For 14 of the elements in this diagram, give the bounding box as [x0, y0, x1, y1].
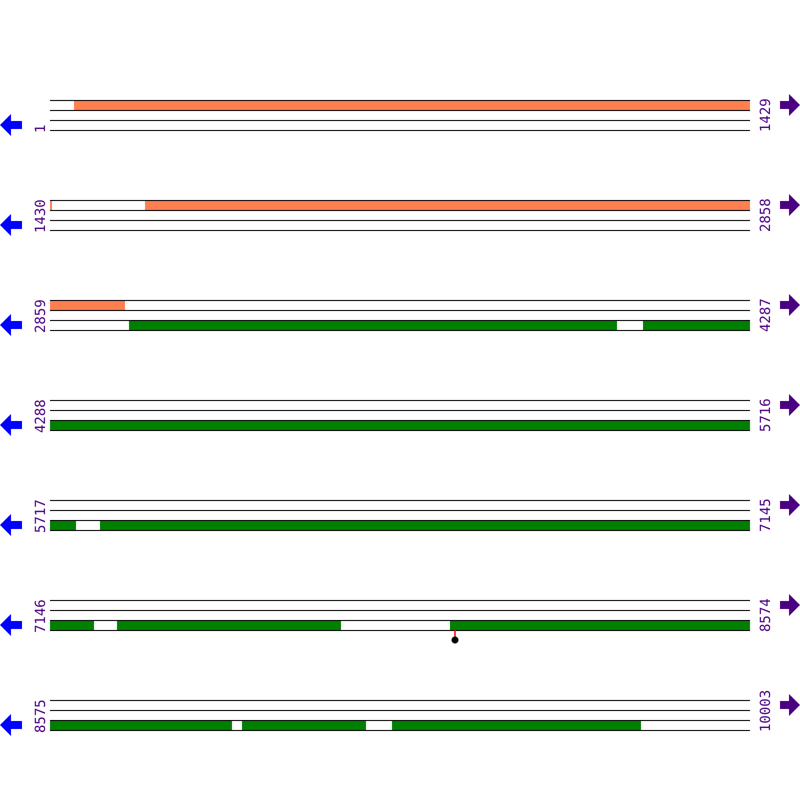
position-number: 1430: [34, 199, 48, 233]
position-number: 1: [34, 124, 48, 133]
position-number: 7145: [759, 498, 773, 532]
position-number: 8574: [759, 598, 773, 632]
position-number: 8575: [34, 699, 48, 733]
position-number: 1429: [759, 98, 773, 132]
position-number: 7146: [34, 599, 48, 633]
position-number: 4288: [34, 399, 48, 433]
position-number: 5716: [759, 398, 773, 432]
position-number: 2858: [759, 198, 773, 232]
position-number: 4287: [759, 298, 773, 332]
position-number: 5717: [34, 499, 48, 533]
position-number: 2859: [34, 299, 48, 333]
position-number: 10003: [759, 690, 773, 732]
